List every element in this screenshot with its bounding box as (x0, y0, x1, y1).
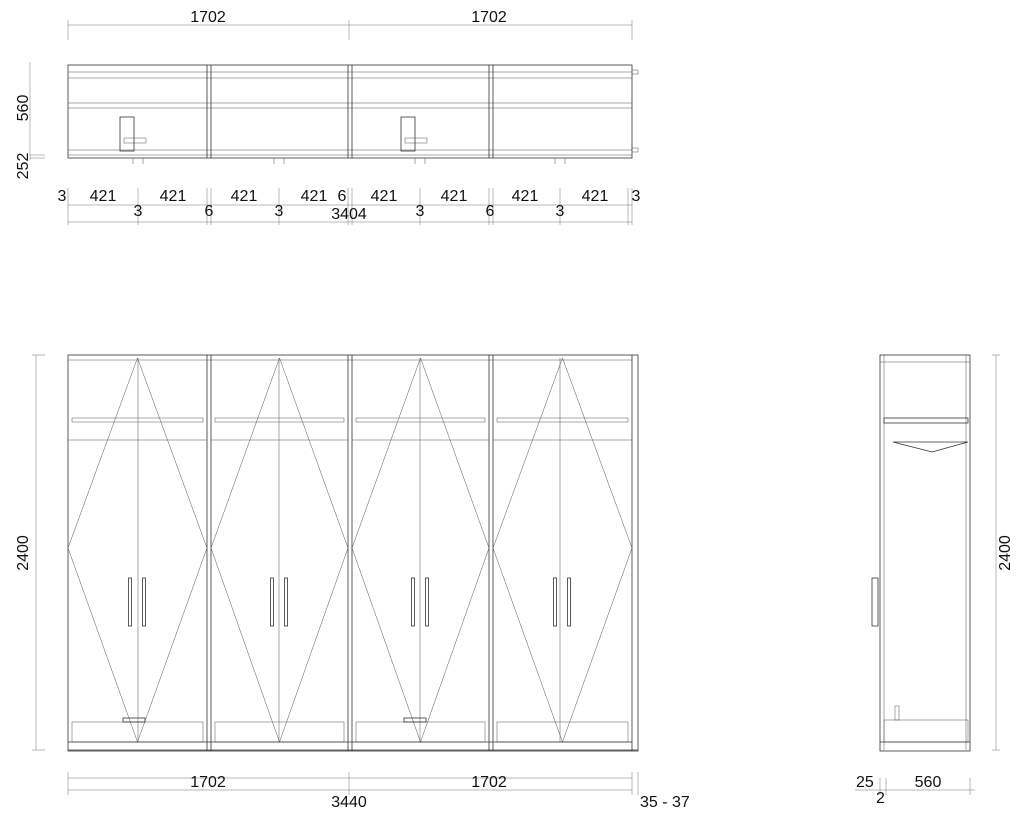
opening-line (279, 547, 349, 743)
opening-line (137, 547, 208, 743)
dim-label: 421 (441, 188, 468, 205)
door-handle-icon (411, 577, 415, 627)
plan-dim-left: 1702 (190, 9, 226, 26)
dim-label: 421 (582, 188, 609, 205)
drawing-rect (631, 147, 639, 153)
dim-label: 421 (160, 188, 187, 205)
shelf (496, 417, 629, 423)
dim-label: 421 (301, 188, 328, 205)
front-outline (67, 354, 639, 752)
door-handle-icon (142, 577, 146, 627)
drawing-rect (894, 705, 900, 721)
front-dim-right: 1702 (471, 774, 507, 791)
front-height-dim: 2400 (15, 535, 32, 571)
opening-line (420, 547, 490, 743)
shelf (355, 417, 486, 423)
base-drawer (496, 721, 629, 743)
handle-icon (123, 137, 147, 144)
plan-offset-dim: 252 (15, 153, 32, 180)
opening-line (279, 357, 349, 549)
dim-label: 421 (90, 188, 117, 205)
side-outline (879, 354, 971, 752)
side-dim-560: 560 (915, 774, 942, 791)
base-drawer (214, 721, 345, 743)
side-dim-2: 2 (876, 790, 885, 807)
opening-line (67, 547, 138, 743)
hanger-icon (892, 441, 969, 453)
opening-line (351, 357, 421, 549)
side-shelf (883, 417, 969, 424)
lock-icon (403, 717, 427, 723)
opening-line (562, 547, 633, 743)
dim-label: 421 (512, 188, 539, 205)
door-handle-icon (553, 577, 557, 627)
dim-label: 6 (486, 203, 495, 220)
door-handle-icon (284, 577, 288, 627)
door-handle-icon (425, 577, 429, 627)
side-base (883, 719, 969, 743)
front-total-dim: 3440 (331, 794, 367, 811)
side-handle-icon (871, 577, 879, 627)
door-handle-icon (567, 577, 571, 627)
handle-icon (119, 116, 135, 152)
plan-dim-right: 1702 (471, 9, 507, 26)
dim-label: 3 (58, 188, 67, 205)
base-drawer (71, 721, 204, 743)
dim-label: 3 (275, 203, 284, 220)
plan-depth-dim: 560 (15, 95, 32, 122)
dim-label: 3 (416, 203, 425, 220)
opening-line (420, 357, 490, 549)
opening-line (351, 547, 421, 743)
opening-line (492, 547, 563, 743)
door-handle-icon (128, 577, 132, 627)
drawing-rect (631, 69, 639, 75)
dim-label: 421 (231, 188, 258, 205)
opening-line (492, 357, 563, 549)
handle-icon (404, 137, 428, 144)
opening-line (67, 357, 138, 549)
handle-icon (400, 116, 416, 152)
side-dim-25: 25 (856, 774, 874, 791)
dim-label: 3 (556, 203, 565, 220)
opening-line (562, 357, 633, 549)
opening-line (137, 357, 208, 549)
side-gap-dim: 35 - 37 (640, 794, 690, 811)
plan-total-dim: 3404 (331, 206, 367, 223)
dim-label: 3 (134, 203, 143, 220)
dim-label: 3 (632, 188, 641, 205)
door-handle-icon (270, 577, 274, 627)
lock-icon (122, 717, 146, 723)
base-drawer (355, 721, 486, 743)
shelf (214, 417, 345, 423)
dim-label: 6 (205, 203, 214, 220)
dim-label: 421 (371, 188, 398, 205)
plan-outline (67, 64, 633, 159)
shelf (71, 417, 204, 423)
opening-line (210, 547, 280, 743)
opening-line (210, 357, 280, 549)
front-dim-left: 1702 (190, 774, 226, 791)
dim-label: 6 (338, 188, 347, 205)
side-height-dim: 2400 (997, 535, 1014, 571)
